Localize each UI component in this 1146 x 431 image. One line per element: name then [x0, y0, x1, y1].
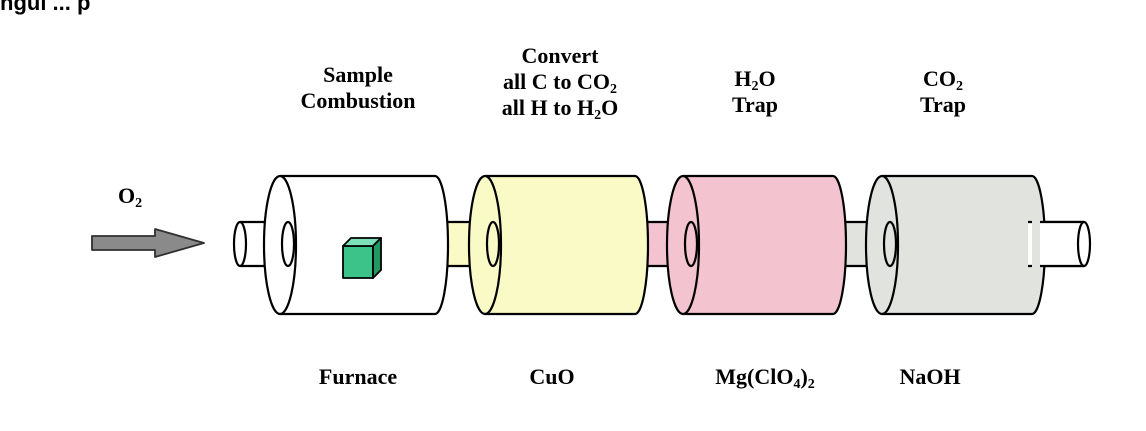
- oxygen-label: O2: [118, 183, 143, 211]
- cube-icon: [342, 237, 382, 279]
- stage-top-label-h2o-trap: H2O Trap: [731, 66, 779, 117]
- h2o-trap-cylinder: [665, 174, 848, 316]
- stage-bottom-label-cuo: CuO: [529, 364, 575, 389]
- cuo-cylinder: [467, 174, 650, 316]
- outlet-tube: [1028, 174, 1092, 316]
- stage-bottom-label-h2o-trap: Mg(ClO4)2: [715, 364, 815, 392]
- stage-top-label-co2-trap: CO2 Trap: [919, 66, 967, 117]
- arrow-right-icon: [91, 228, 205, 258]
- co2-trap-cylinder: [864, 174, 1032, 316]
- stage-top-label-cuo: Convert all C to CO2 all H to H2O: [501, 43, 619, 123]
- page-title-fragment: ngui ... p: [0, 0, 91, 15]
- stage-top-label-furnace: Sample Combustion: [300, 62, 416, 113]
- stage-bottom-label-furnace: Furnace: [318, 364, 398, 389]
- stage-bottom-label-co2-trap: NaOH: [899, 364, 961, 389]
